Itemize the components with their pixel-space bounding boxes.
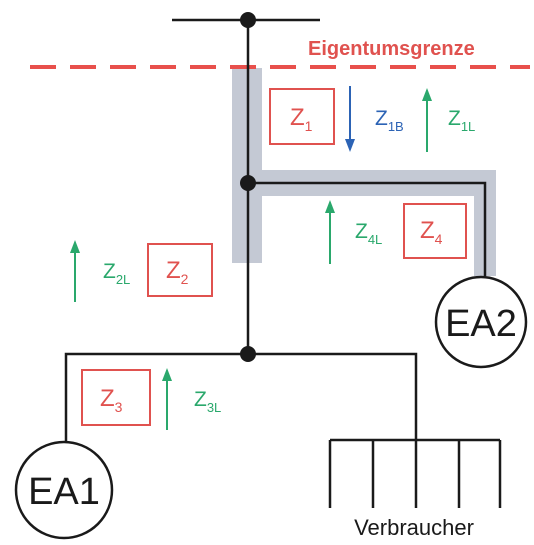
generator-ea2: EA2 — [434, 275, 528, 369]
impedance-z1-label: Z1 — [290, 104, 313, 134]
current-z4l: Z4L — [325, 200, 382, 264]
impedance-z4: Z4 — [403, 203, 467, 259]
generator-ea2-label: EA2 — [445, 303, 517, 345]
current-z1b-label: Z1B — [375, 107, 404, 134]
impedance-z1: Z1 — [269, 88, 335, 145]
node-top — [240, 12, 256, 28]
current-z2l: Z2L — [70, 240, 130, 302]
ownership-boundary-label: Eigentumsgrenze — [308, 38, 475, 60]
arrow-up-head-icon — [422, 88, 432, 101]
generator-ea1: EA1 — [14, 440, 114, 540]
current-z2l-label: Z2L — [103, 260, 130, 287]
impedance-z3: Z3 — [81, 369, 151, 426]
arrow-up-head-icon — [162, 368, 172, 381]
impedance-z1-box — [269, 88, 335, 145]
impedance-z4-box — [403, 203, 467, 259]
current-z3l-label: Z3L — [194, 388, 221, 415]
arrow-up-head-icon — [70, 240, 80, 253]
generator-ea1-label: EA1 — [28, 471, 100, 513]
impedance-z3-box — [81, 369, 151, 426]
branch-to-ea1 — [64, 352, 248, 442]
impedance-z4-label: Z4 — [420, 217, 443, 247]
arrow-up-head-icon — [325, 200, 335, 213]
generator-ea1-circle — [14, 440, 114, 540]
impedance-z3-label: Z3 — [100, 385, 123, 415]
generator-ea2-circle — [434, 275, 528, 369]
current-z3l: Z3L — [162, 368, 221, 430]
arrow-down-head-icon — [345, 139, 355, 152]
node-bottom — [240, 346, 256, 362]
impedance-z2-label: Z2 — [166, 257, 189, 287]
current-z1b: Z1B — [345, 86, 404, 152]
current-z4l-label: Z4L — [355, 220, 382, 247]
impedance-z2-box — [147, 243, 213, 297]
current-z1l-label: Z1L — [448, 107, 475, 134]
impedance-z2: Z2 — [147, 243, 213, 297]
node-middle — [240, 175, 256, 191]
branch-to-consumers — [248, 352, 418, 440]
consumer-label: Verbraucher — [354, 515, 474, 540]
branch-to-ea2 — [248, 181, 487, 276]
current-z1l: Z1L — [422, 88, 475, 152]
